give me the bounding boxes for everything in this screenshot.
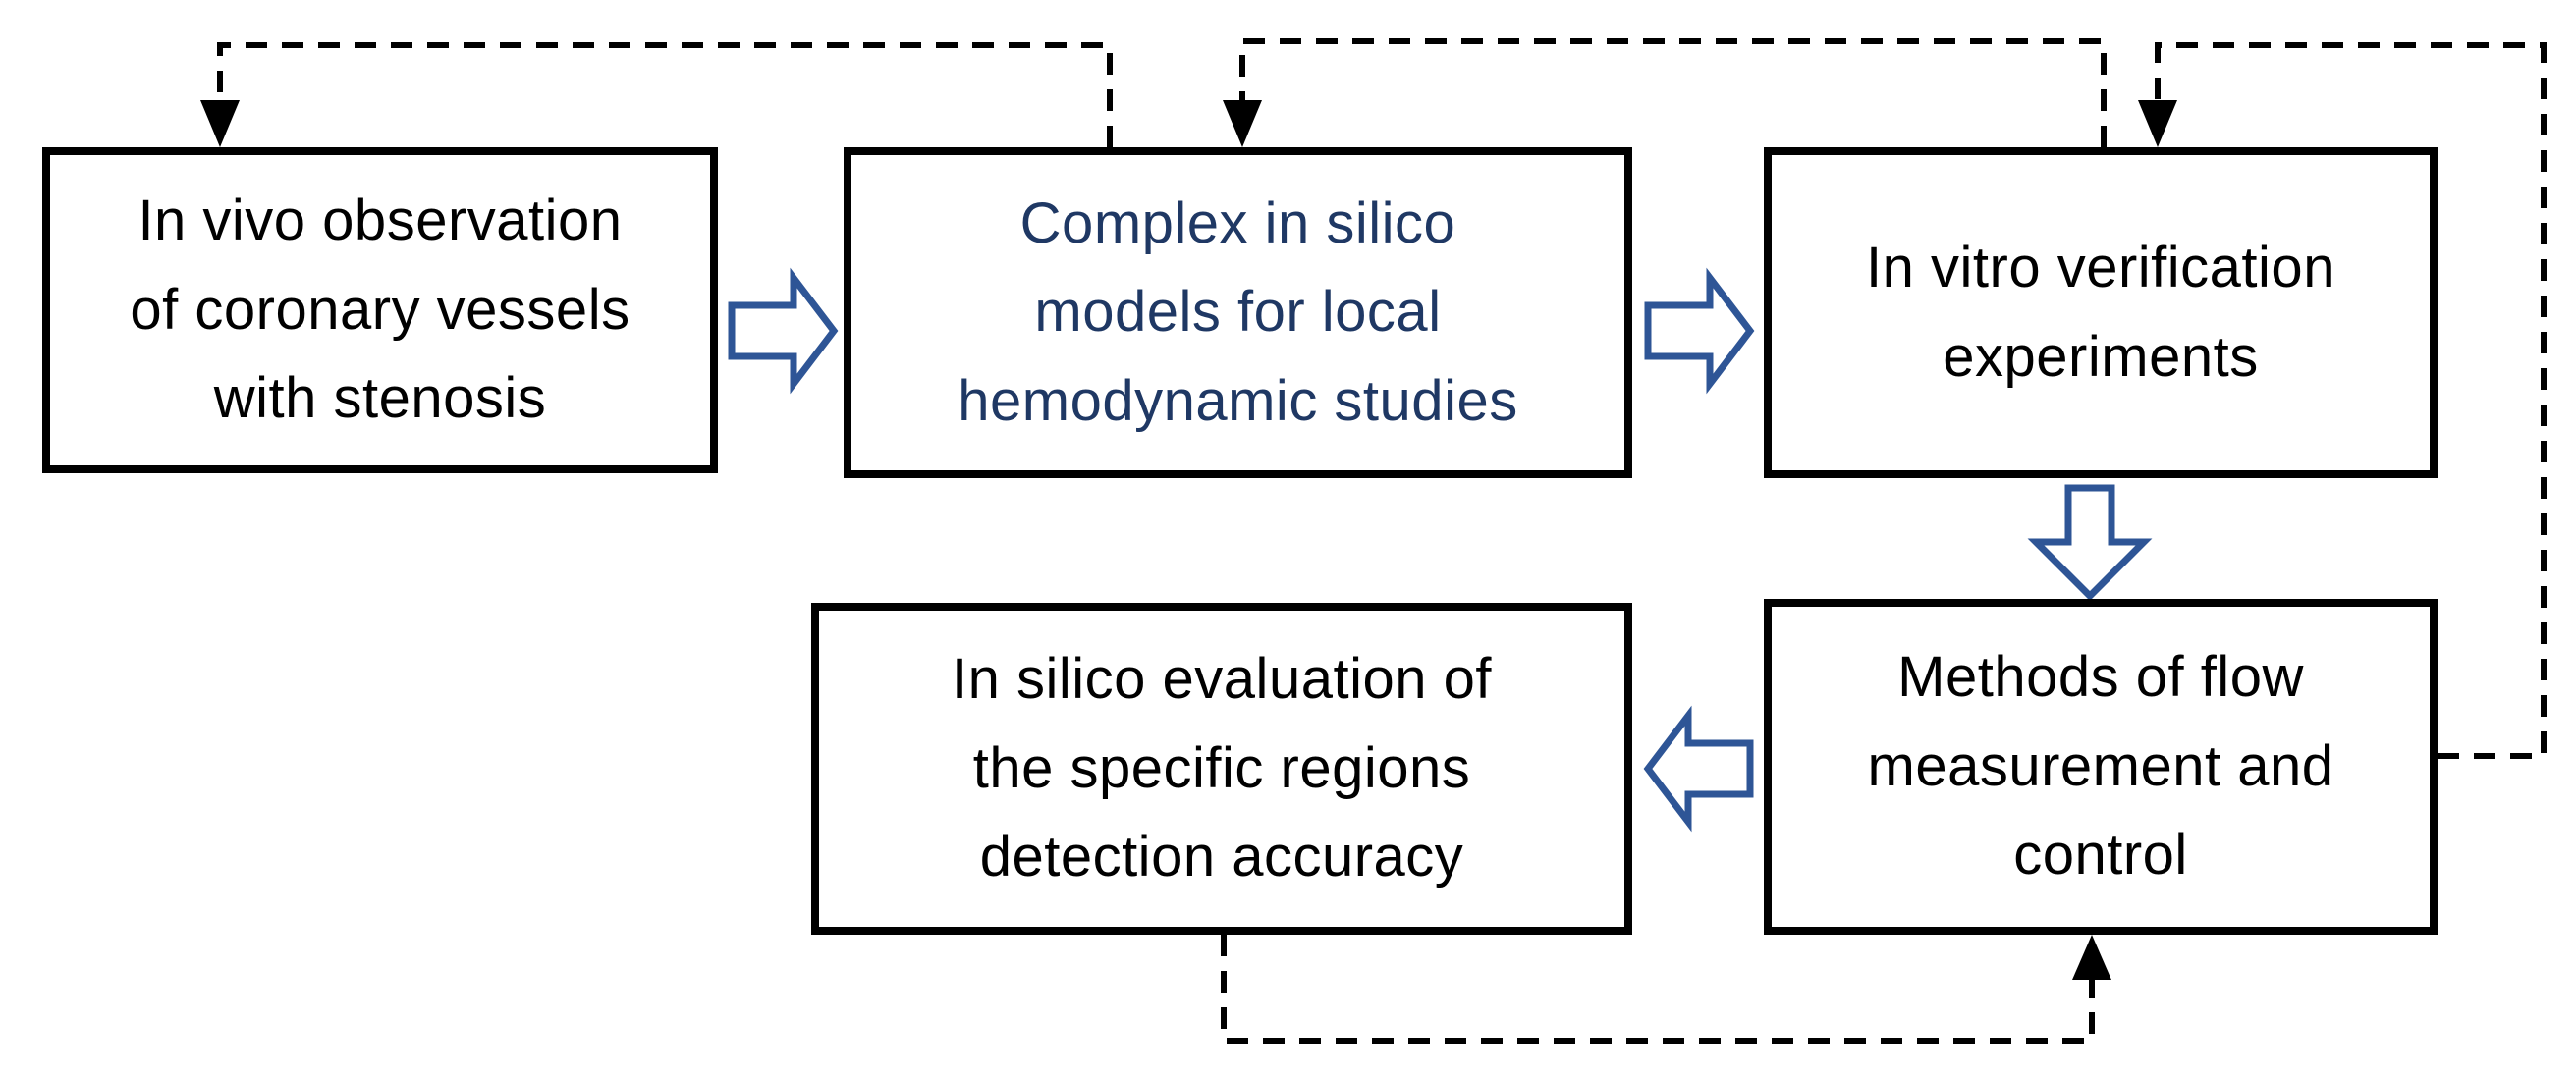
arrowhead-down-icon bbox=[1223, 100, 1262, 147]
box-in-vivo-observation: In vivo observation of coronary vessels … bbox=[42, 147, 718, 473]
box-text-line: In vitro verification bbox=[1866, 236, 2335, 300]
box-text-line: Complex in silico bbox=[1019, 190, 1456, 255]
box-text-line: control bbox=[2013, 823, 2188, 888]
block-arrow-down-icon bbox=[2027, 484, 2153, 601]
box-flow-measurement-control: Methods of flow measurement and control bbox=[1764, 599, 2438, 935]
arrowhead-up-icon bbox=[2072, 935, 2111, 980]
box-text-line: In vivo observation bbox=[137, 189, 623, 253]
arrowhead-down-icon bbox=[200, 100, 240, 147]
box-text-line: experiments bbox=[1943, 324, 2259, 389]
box-text-line: models for local bbox=[1034, 280, 1442, 345]
box-text-line: Methods of flow bbox=[1897, 645, 2304, 710]
box-in-vitro-verification: In vitro verification experiments bbox=[1764, 147, 2438, 478]
feedback-line-evaluation-to-flowcontrol bbox=[1221, 935, 2111, 1044]
block-arrow-right-icon bbox=[728, 267, 839, 395]
arrowhead-down-icon bbox=[2138, 100, 2177, 147]
block-arrow-left-icon bbox=[1643, 705, 1754, 833]
box-in-silico-evaluation: In silico evaluation of the specific reg… bbox=[811, 603, 1632, 935]
box-text-line: detection accuracy bbox=[979, 825, 1464, 890]
feedback-line-models-to-invivo bbox=[200, 42, 1113, 147]
box-complex-in-silico-models: Complex in silico models for local hemod… bbox=[844, 147, 1632, 478]
feedback-line-invitro-to-models bbox=[1223, 38, 2107, 147]
box-text-line: the specific regions bbox=[972, 735, 1471, 800]
box-text-line: of coronary vessels bbox=[130, 277, 630, 342]
box-text-line: hemodynamic studies bbox=[958, 368, 1518, 433]
block-arrow-right-icon bbox=[1644, 267, 1755, 395]
box-text-line: measurement and bbox=[1867, 733, 2334, 798]
box-text-line: with stenosis bbox=[213, 366, 547, 431]
box-text-line: In silico evaluation of bbox=[952, 647, 1492, 712]
